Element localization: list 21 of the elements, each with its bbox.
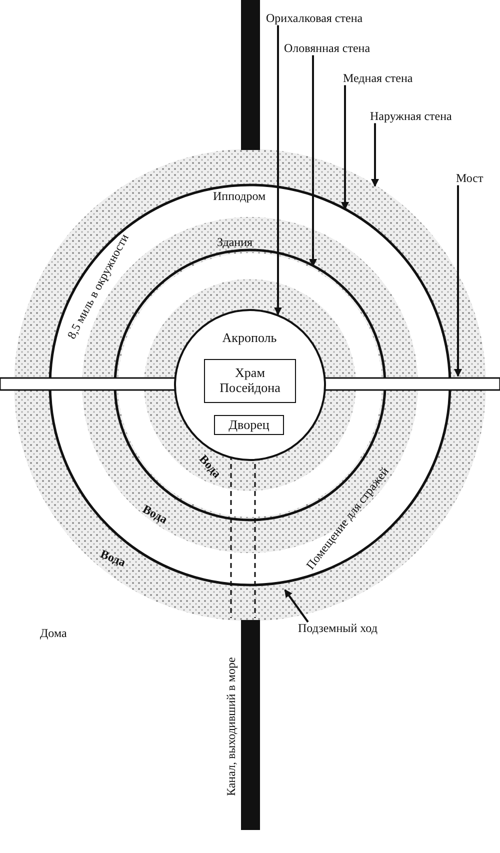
leader-arrow xyxy=(371,123,379,187)
wall-label: Подземный ход xyxy=(298,622,378,636)
acropolis-label: Акрополь xyxy=(221,331,278,346)
wall-label: Наружная стена xyxy=(370,110,452,124)
area-label: Дома xyxy=(40,627,67,640)
ring-label: Здания xyxy=(217,236,253,250)
leader-arrow xyxy=(454,185,462,377)
water-label: Вода xyxy=(98,548,128,570)
leader-arrow xyxy=(341,85,349,210)
building-box: Храм Посейдона xyxy=(204,359,296,403)
leader-arrow xyxy=(274,25,282,316)
canal-label: Канал, выходивший в море xyxy=(224,657,238,796)
wall-label: Орихалковая стена xyxy=(266,12,363,26)
building-box: Дворец xyxy=(214,415,284,435)
ring-label: Ипподром xyxy=(213,190,266,204)
wall-label: Мост xyxy=(456,172,484,186)
wall-label: Оловянная стена xyxy=(284,42,370,56)
wall-label: Медная стена xyxy=(343,72,413,86)
water-label: Вода xyxy=(140,502,170,526)
leader-arrow xyxy=(284,589,309,623)
leader-arrow xyxy=(309,55,317,267)
